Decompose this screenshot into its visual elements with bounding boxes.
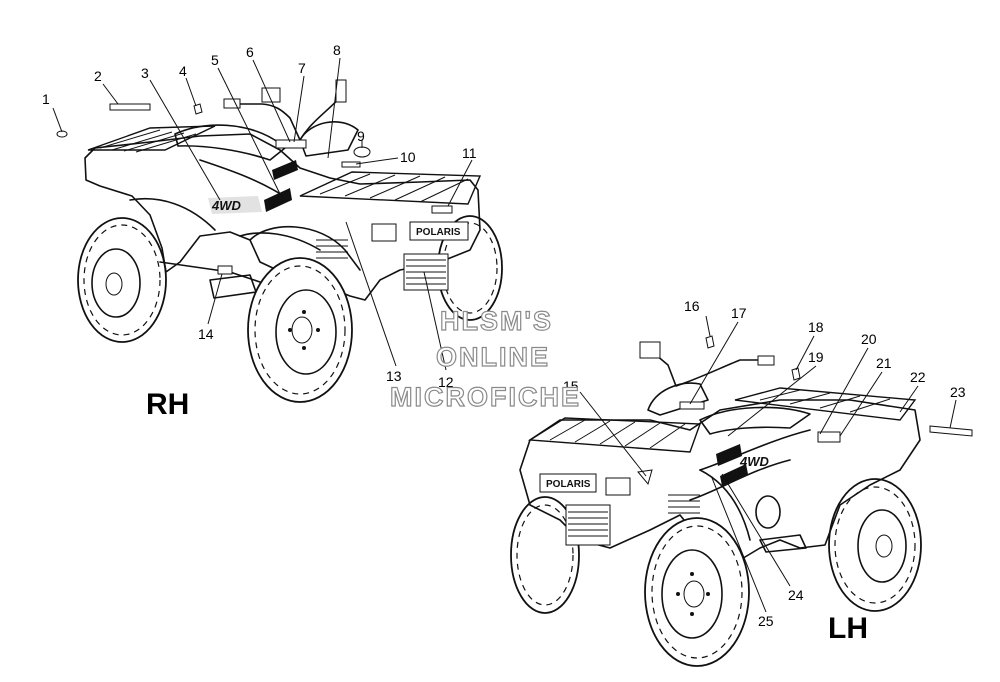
callout-16: 16 (684, 298, 700, 314)
lh-4wd-decal: 4WD (716, 444, 770, 486)
callout-7: 7 (298, 60, 306, 76)
lh-headlight-pod (647, 382, 709, 416)
rh-rear-rack (87, 125, 216, 153)
rh-decal-10 (341, 161, 361, 168)
callout-8: 8 (333, 42, 341, 58)
rh-brand-text: POLARIS (416, 227, 461, 238)
callout-9: 9 (357, 128, 365, 144)
callout-13: 13 (386, 368, 402, 384)
watermark: HLSM'S ONLINE MICROFICHE (389, 305, 581, 412)
callout-18: 18 (808, 319, 824, 335)
rh-suspension (316, 239, 348, 259)
rh-model-text: 4WD (211, 198, 242, 213)
lh-decal-23 (929, 425, 973, 437)
callout-10: 10 (400, 149, 416, 165)
watermark-line-1: HLSM'S (440, 306, 553, 336)
callout-22: 22 (910, 369, 926, 385)
rh-decal-14 (217, 265, 233, 275)
callout-15: 15 (563, 378, 579, 394)
rh-front-fascia: POLARIS (371, 205, 469, 291)
callout-3: 3 (141, 65, 149, 81)
atv-right-hand-view: POLARIS 4WD (52, 57, 503, 403)
callout-19: 19 (808, 349, 824, 365)
callout-23: 23 (950, 384, 966, 400)
lh-front-rack (527, 417, 701, 453)
callout-20: 20 (861, 331, 877, 347)
callout-11: 11 (462, 145, 477, 161)
lh-decal-16 (705, 335, 715, 349)
lh-front-fascia: POLARIS (539, 473, 700, 546)
lh-decal-18 (791, 367, 801, 381)
rh-leader-lines (52, 57, 473, 371)
callout-4: 4 (179, 63, 187, 79)
lh-decal-17 (679, 401, 705, 410)
lh-handlebars (639, 341, 775, 387)
callout-21: 21 (876, 355, 892, 371)
lh-seat (699, 406, 811, 435)
callout-14: 14 (198, 326, 214, 342)
callout-5: 5 (211, 52, 219, 68)
lh-rear-wheel (828, 478, 922, 612)
rh-headlight-pod (299, 121, 359, 157)
lh-front-near-wheel (644, 517, 750, 667)
lh-view-label: LH (828, 612, 868, 645)
lh-front-far-wheel (510, 496, 580, 614)
lh-body (519, 399, 921, 561)
rh-front-near-wheel (247, 257, 353, 403)
callout-1: 1 (42, 91, 50, 107)
lh-model-text: 4WD (739, 454, 770, 469)
lh-decal-15 (637, 469, 653, 486)
lh-rear-rack (734, 387, 917, 421)
callout-6: 6 (246, 44, 254, 60)
rh-4wd-decal: 4WD (208, 160, 298, 214)
callout-2: 2 (94, 68, 102, 84)
rh-seat (174, 124, 286, 161)
callout-24: 24 (788, 587, 804, 603)
rh-decal-4 (193, 103, 203, 115)
atv-left-hand-view: POLARIS 4WD (510, 315, 973, 667)
callout-12: 12 (438, 374, 454, 390)
rh-decal-2 (109, 103, 151, 111)
rh-view-label: RH (146, 388, 189, 421)
lh-brand-text: POLARIS (546, 479, 591, 490)
rh-decal-6 (275, 139, 307, 149)
watermark-line-2: ONLINE (436, 342, 550, 372)
watermark-line-3: MICROFICHE (390, 382, 581, 412)
callout-17: 17 (731, 305, 747, 321)
lh-decal-21 (817, 431, 841, 443)
lh-leader-lines (579, 315, 957, 613)
callout-numbers: 1 2 3 4 5 6 7 8 9 10 11 12 13 14 15 16 1… (42, 42, 966, 629)
rh-decal-9 (353, 146, 371, 158)
rh-body (84, 133, 481, 301)
callout-25: 25 (758, 613, 774, 629)
rh-rear-wheel (77, 217, 167, 343)
